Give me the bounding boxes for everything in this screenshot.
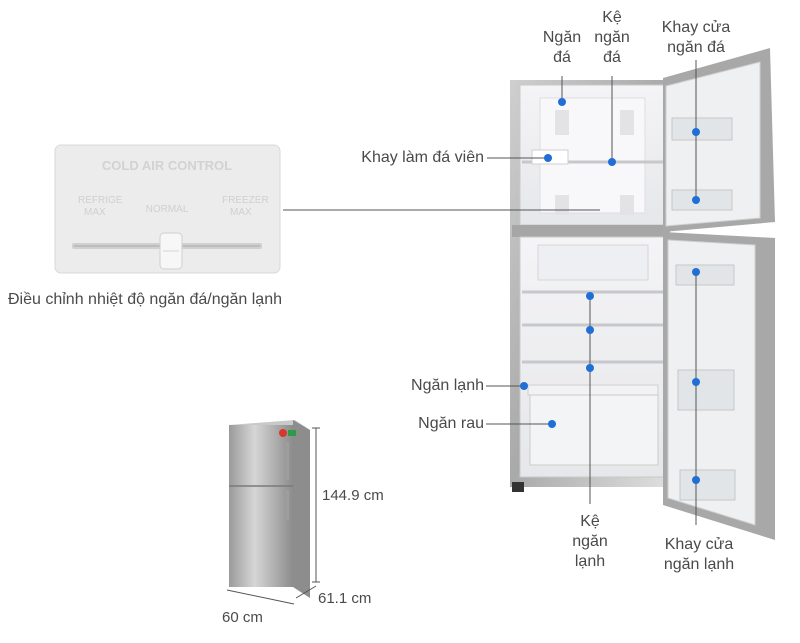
marker-fridge-shelf-3 bbox=[586, 364, 594, 372]
marker-freezer-door-tray-2 bbox=[692, 196, 700, 204]
label-fridge-shelf: Kệ ngăn lạnh bbox=[572, 513, 608, 570]
marker-vegetable-drawer bbox=[548, 420, 556, 428]
dimension-height: 144.9 cm bbox=[322, 487, 384, 504]
control-center-mark: NORMAL bbox=[146, 204, 189, 215]
marker-freezer-door-tray-1 bbox=[692, 128, 700, 136]
control-panel-title: COLD AIR CONTROL bbox=[102, 158, 232, 173]
marker-fridge-door-tray-3 bbox=[692, 476, 700, 484]
dimension-lines bbox=[226, 427, 320, 605]
control-right-mark-2: MAX bbox=[230, 207, 252, 218]
dimension-width: 60 cm bbox=[222, 609, 263, 626]
label-ice-tray: Khay làm đá viên bbox=[361, 149, 484, 166]
marker-fridge-door-tray-2 bbox=[692, 378, 700, 386]
label-freezer-shelf: Kệ ngăn đá bbox=[594, 9, 630, 66]
label-fridge-compartment: Ngăn lạnh bbox=[411, 377, 484, 394]
label-freezer-door-tray: Khay cửa ngăn đá bbox=[661, 19, 731, 56]
marker-fridge-door-tray-1 bbox=[692, 268, 700, 276]
small-fridge-image bbox=[229, 420, 310, 598]
label-vegetable-drawer: Ngăn rau bbox=[418, 415, 484, 432]
marker-fridge-shelf-2 bbox=[586, 326, 594, 334]
control-left-mark-1: REFRIGE bbox=[78, 195, 123, 206]
markers bbox=[520, 98, 700, 484]
open-fridge bbox=[510, 48, 775, 540]
control-panel-image: COLD AIR CONTROL REFRIGE MAX NORMAL FREE… bbox=[54, 144, 281, 274]
marker-fridge-compartment bbox=[520, 382, 528, 390]
dimension-depth: 61.1 cm bbox=[318, 590, 372, 607]
marker-ice-tray bbox=[544, 154, 552, 162]
label-temperature-control: Điều chỉnh nhiệt độ ngăn đá/ngăn lạnh bbox=[8, 291, 282, 308]
control-left-mark-2: MAX bbox=[84, 207, 106, 218]
marker-fridge-shelf-1 bbox=[586, 292, 594, 300]
marker-freezer-compartment bbox=[558, 98, 566, 106]
marker-freezer-shelf bbox=[608, 158, 616, 166]
control-right-mark-1: FREEZER bbox=[222, 195, 269, 206]
label-freezer-compartment: Ngăn đá bbox=[542, 29, 582, 66]
label-fridge-door-tray: Khay cửa ngăn lạnh bbox=[663, 536, 735, 573]
